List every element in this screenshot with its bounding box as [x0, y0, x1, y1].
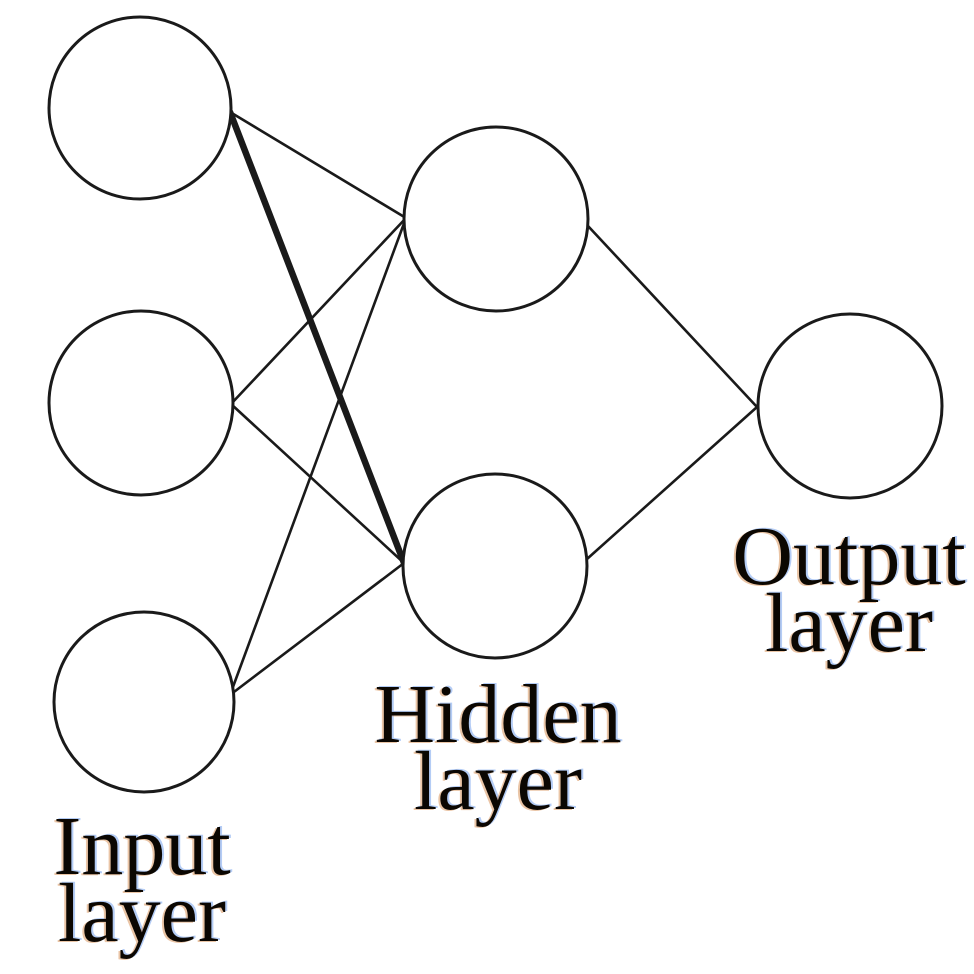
hidden-layer-label: Hidden layer — [288, 668, 708, 828]
node-hidden-1 — [402, 125, 590, 313]
hidden-layer-label-line2: layer — [414, 735, 582, 828]
edge-input-1-hidden-1 — [228, 110, 408, 220]
edge-input-1-hidden-2-strong — [226, 108, 408, 567]
node-input-2 — [47, 309, 235, 497]
input-layer-label-line2: layer — [58, 867, 226, 960]
node-input-3 — [52, 610, 236, 794]
edge-input-3-hidden-2 — [228, 561, 406, 697]
hidden-layer-label-line1: Hidden — [374, 668, 622, 761]
output-layer-label-line2: layer — [765, 577, 933, 670]
output-layer-label-line1: Output — [732, 510, 966, 603]
edge-input-2-hidden-2 — [229, 402, 406, 565]
input-layer-label-line1: Input — [53, 800, 231, 893]
edge-input-3-hidden-1 — [228, 216, 408, 697]
output-layer-label: Output layer — [639, 510, 974, 670]
edge-hidden-1-output-1 — [586, 224, 759, 409]
edge-input-2-hidden-1 — [229, 216, 408, 406]
node-input-1 — [47, 15, 233, 201]
node-hidden-2 — [401, 472, 589, 660]
edge-hidden-2-output-1 — [585, 405, 759, 561]
node-output-1 — [756, 312, 944, 500]
input-layer-label: Input layer — [0, 800, 352, 960]
